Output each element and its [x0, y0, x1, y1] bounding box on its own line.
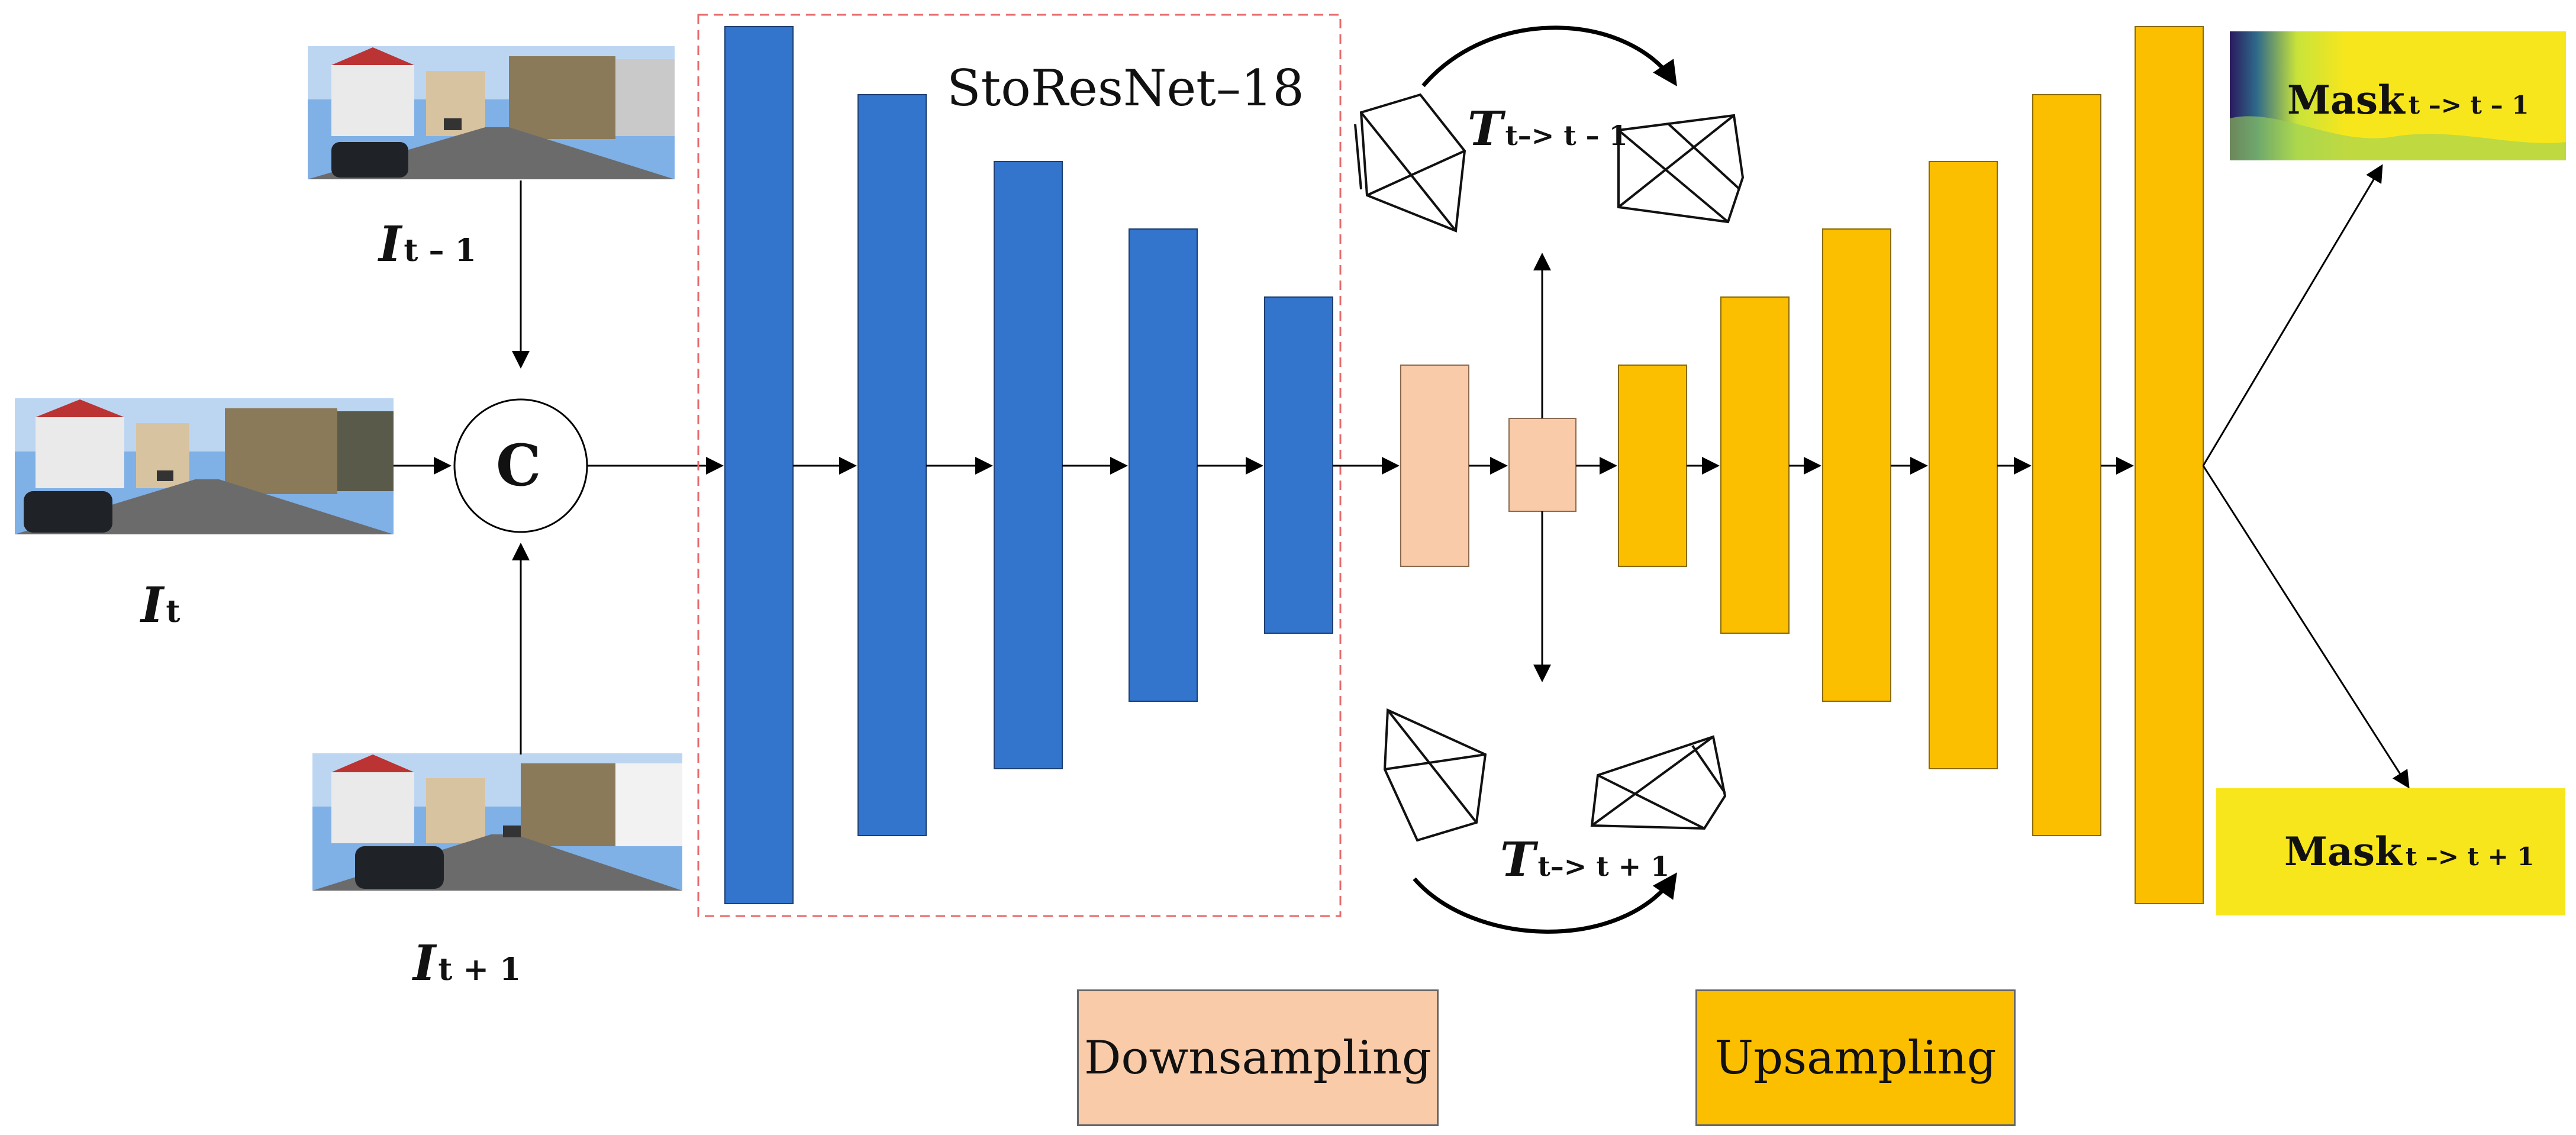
decoder-blocks — [1618, 26, 2204, 904]
concat-symbol: C — [496, 432, 541, 499]
upsampling-block-5 — [2032, 94, 2101, 836]
pose-wireframe-top-left — [1354, 93, 1466, 233]
encoder-block-3 — [994, 161, 1063, 769]
pose-wireframe-top-right — [1617, 114, 1745, 224]
curved-arrow-top — [1421, 25, 1677, 88]
upsampling-block-1 — [1618, 365, 1687, 567]
encoder-block-4 — [1129, 228, 1198, 702]
pose-wireframe-bottom-right — [1590, 735, 1727, 830]
pose-wireframe-bottom-left — [1383, 708, 1487, 842]
mask-next-image — [2216, 788, 2565, 915]
encoder-block-1 — [724, 26, 794, 904]
input-image-next — [312, 753, 682, 891]
legend-downsampling-label: Downsampling — [1084, 1031, 1432, 1085]
upsampling-block-3 — [1822, 228, 1891, 702]
input-image-curr — [15, 398, 394, 534]
downsampling-block-1 — [1400, 365, 1469, 567]
downsampling-block-2 — [1508, 418, 1576, 512]
encoder-blocks — [724, 26, 1333, 904]
input-image-prev — [308, 46, 675, 179]
upsampling-block-6 — [2135, 26, 2204, 904]
encoder-title: StoResNet–18 — [947, 59, 1304, 117]
upsampling-block-4 — [1929, 161, 1998, 769]
arrow-to-mask-prev — [2202, 164, 2383, 466]
label-input-curr: It — [141, 577, 180, 634]
label-input-prev: It – 1 — [379, 216, 476, 273]
curved-arrow-bottom — [1413, 872, 1677, 934]
label-pose-forward: Tt–> t – 1 — [1468, 101, 1628, 156]
legend-downsampling: Downsampling — [1077, 989, 1439, 1126]
encoder-block-5 — [1264, 296, 1333, 634]
upsampling-block-2 — [1720, 296, 1790, 634]
label-input-next: It + 1 — [413, 935, 521, 992]
encoder-block-2 — [857, 94, 927, 836]
legend-upsampling: Upsampling — [1695, 989, 2016, 1126]
legend-upsampling-label: Upsampling — [1714, 1031, 1997, 1085]
label-pose-backward: Tt–> t + 1 — [1500, 831, 1670, 887]
arrow-to-mask-next — [2202, 465, 2410, 789]
